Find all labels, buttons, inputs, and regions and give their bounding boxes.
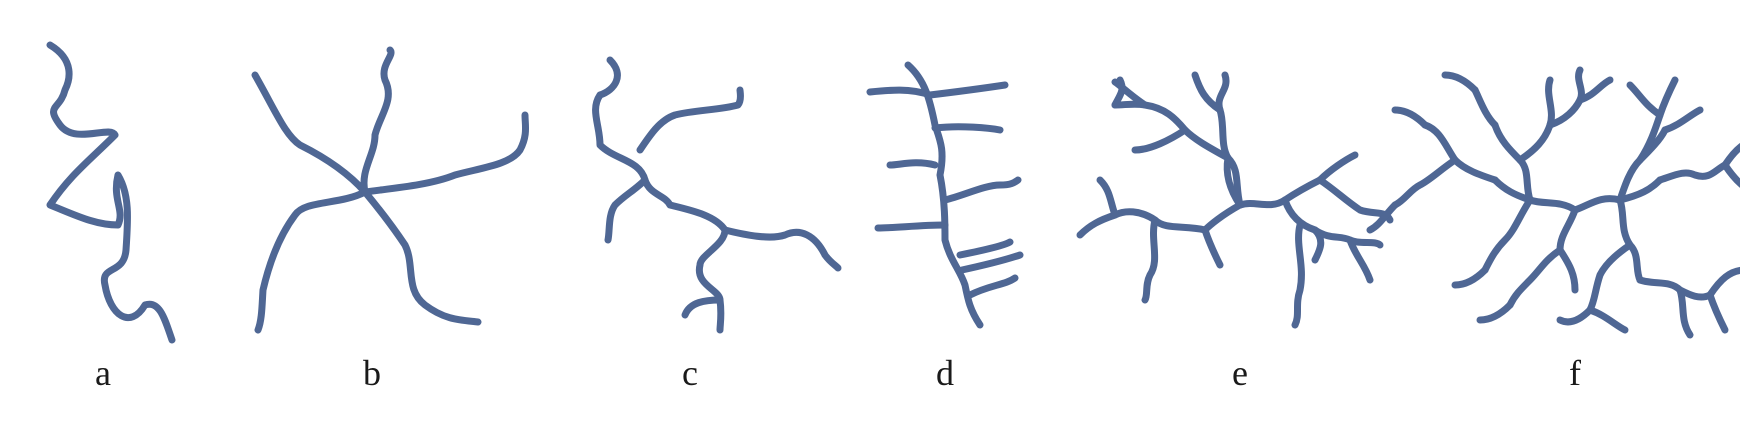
panel-a-linear-chain [46, 41, 176, 344]
panel-d-label: d [936, 353, 954, 393]
panel-d-comb-polymer [866, 61, 1024, 329]
panel-a-label: a [95, 353, 111, 393]
panel-b-label: b [363, 353, 381, 393]
panel-b-star-polymer [251, 46, 530, 334]
panel-f-dendrimer [1366, 66, 1740, 339]
panel-c-branched-chain [592, 56, 842, 334]
panel-c-label: c [682, 353, 698, 393]
panel-e-hyperbranched-polymer [1076, 71, 1394, 329]
panel-f-label: f [1569, 353, 1581, 393]
panel-e-label: e [1232, 353, 1248, 393]
